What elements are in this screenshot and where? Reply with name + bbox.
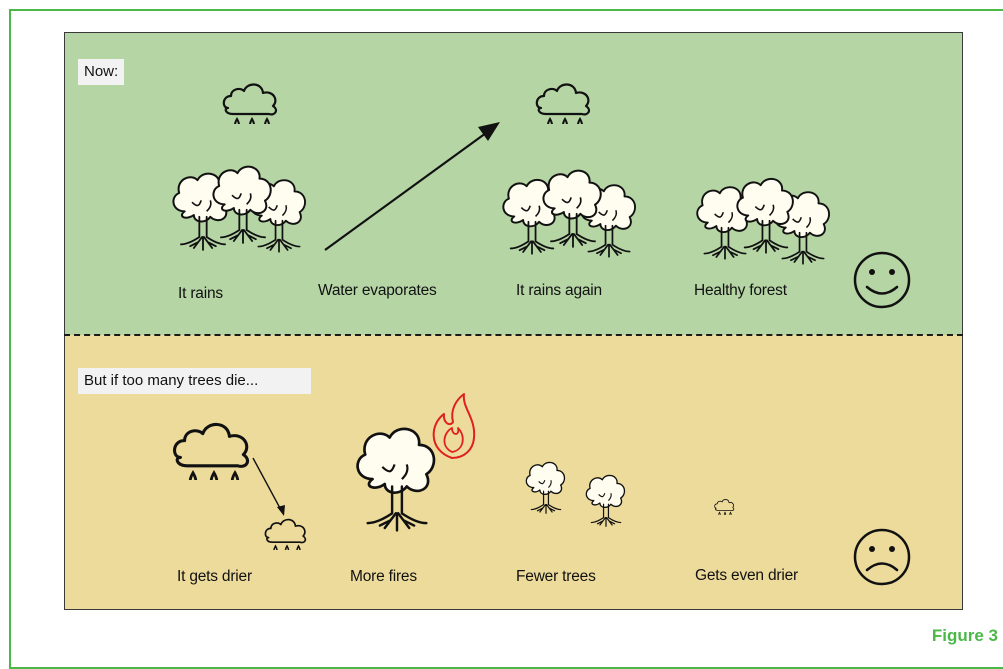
now-header: Now: [78, 59, 125, 85]
label-water-evaporates: Water evaporates [318, 282, 437, 299]
label-more-fires: More fires [350, 568, 417, 585]
if-trees-die-header: But if too many trees die... [78, 368, 311, 394]
label-fewer-trees: Fewer trees [516, 568, 596, 585]
label-it-rains: It rains [178, 285, 223, 302]
figure-number-label: Figure 3 [931, 626, 998, 645]
dashed-divider [64, 334, 963, 336]
label-healthy-forest: Healthy forest [694, 282, 787, 299]
label-it-gets-drier: It gets drier [177, 568, 252, 585]
label-it-rains-again: It rains again [516, 282, 602, 299]
label-gets-even-drier: Gets even drier [695, 567, 798, 584]
